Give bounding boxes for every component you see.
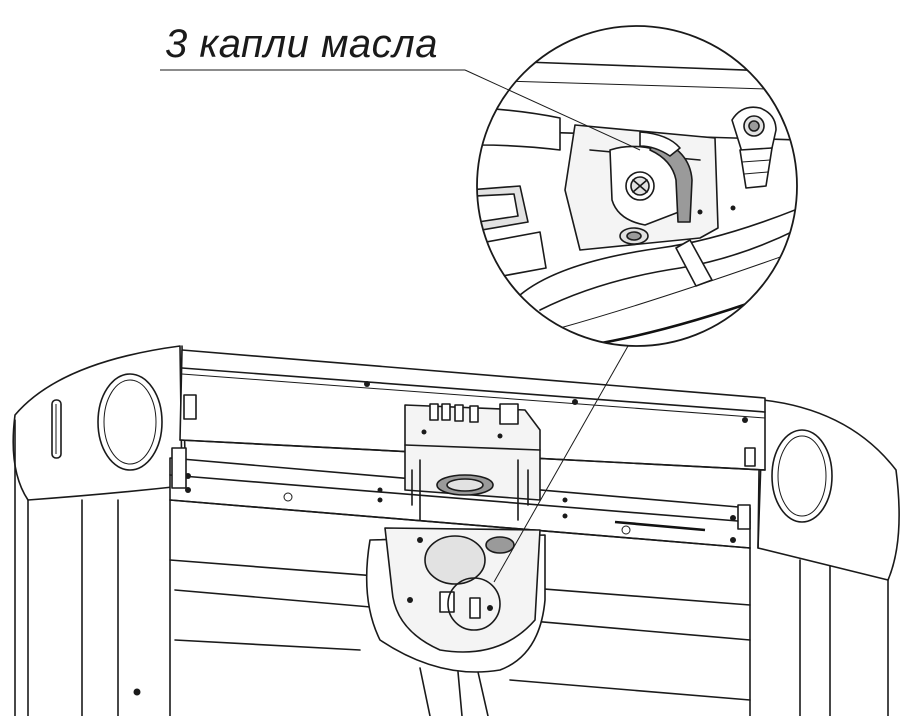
callout-leader (160, 69, 641, 151)
left-handrail-cap (12, 345, 187, 716)
motor-assembly (365, 403, 546, 673)
oil-instruction-label: 3 капли масла (165, 22, 438, 66)
right-handrail-cap (757, 397, 900, 716)
detail-magnifier (476, 25, 798, 347)
leader-line (493, 345, 629, 583)
